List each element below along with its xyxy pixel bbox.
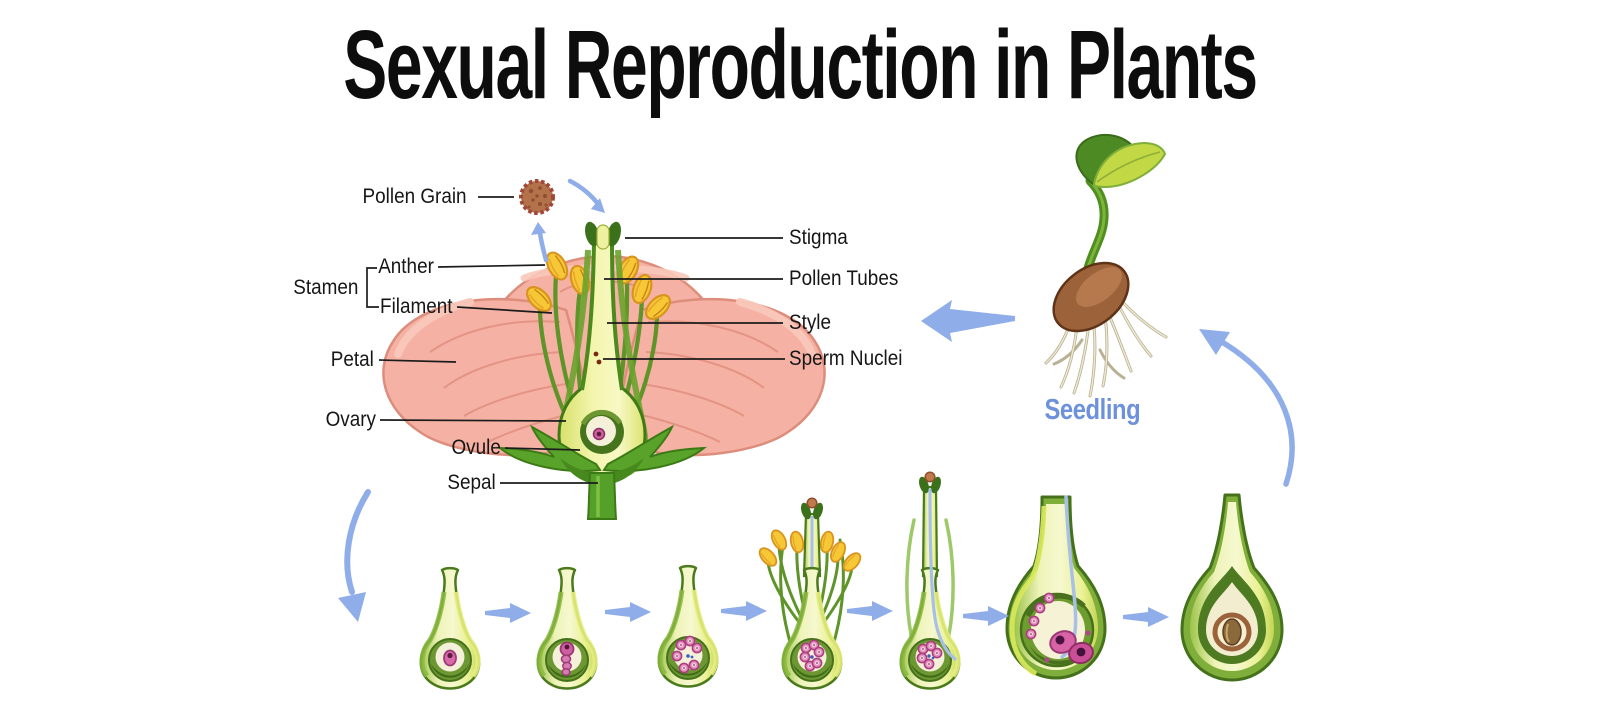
leaf-icon (1092, 141, 1167, 189)
label-petal: Petal (330, 348, 374, 371)
seed-highlight (1076, 267, 1122, 307)
stage-arrow-icon (963, 606, 1009, 626)
stage-5-pollen-tube (901, 471, 959, 688)
sperm-nuclei-dot (596, 359, 602, 365)
label-ovary: Ovary (325, 408, 376, 431)
label-pollen-tubes: Pollen Tubes (789, 267, 899, 290)
label-ovule: Ovule (451, 436, 501, 459)
flower-to-stages-arrow-icon (338, 489, 371, 622)
stage-arrow-icon (485, 603, 531, 623)
pollination-arrow-icon (567, 178, 605, 213)
stage-3-embryo-sac (659, 566, 717, 686)
label-style: Style (789, 311, 832, 334)
sperm-nuclei-dot (593, 351, 599, 357)
seedling-to-flower-arrow-icon (921, 300, 1015, 342)
label-anther: Anther (378, 255, 434, 278)
label-filament: Filament (380, 295, 453, 318)
label-stamen: Stamen (292, 276, 358, 299)
sprout-stem-highlight (1086, 179, 1106, 270)
pistil (557, 221, 648, 478)
label-stigma: Stigma (789, 226, 848, 249)
pollen-grain-icon (519, 179, 555, 215)
label-seedling: Seedling (1044, 394, 1141, 426)
leader-lines (366, 196, 785, 484)
page-title: Sexual Reproduction in Plants (343, 10, 1258, 119)
label-sepal: Sepal (447, 471, 496, 494)
leaf-vein (1096, 151, 1161, 183)
stage-arrow-icon (1123, 607, 1169, 627)
flower-illustration (382, 178, 826, 520)
stage-6-fertilization (1005, 495, 1107, 680)
stage-arrow-icon (721, 601, 767, 621)
pollen-release-arrow-icon (531, 222, 549, 263)
stage-7-seed (1180, 493, 1284, 682)
cycle-arrows (338, 300, 1295, 622)
stage-4-pollination (755, 497, 865, 688)
label-pollen-grain: Pollen Grain (362, 185, 467, 208)
seed-to-seedling-arrow-icon (1199, 329, 1295, 487)
seedling-illustration (1044, 133, 1168, 398)
stage-2-meiosis (538, 568, 596, 688)
stage-1-ovule (421, 568, 479, 688)
development-stages (421, 471, 1284, 688)
label-sperm-nuclei: Sperm Nuclei (789, 347, 903, 370)
stage-arrow-icon (605, 602, 651, 622)
stage-arrow-icon (847, 601, 893, 621)
